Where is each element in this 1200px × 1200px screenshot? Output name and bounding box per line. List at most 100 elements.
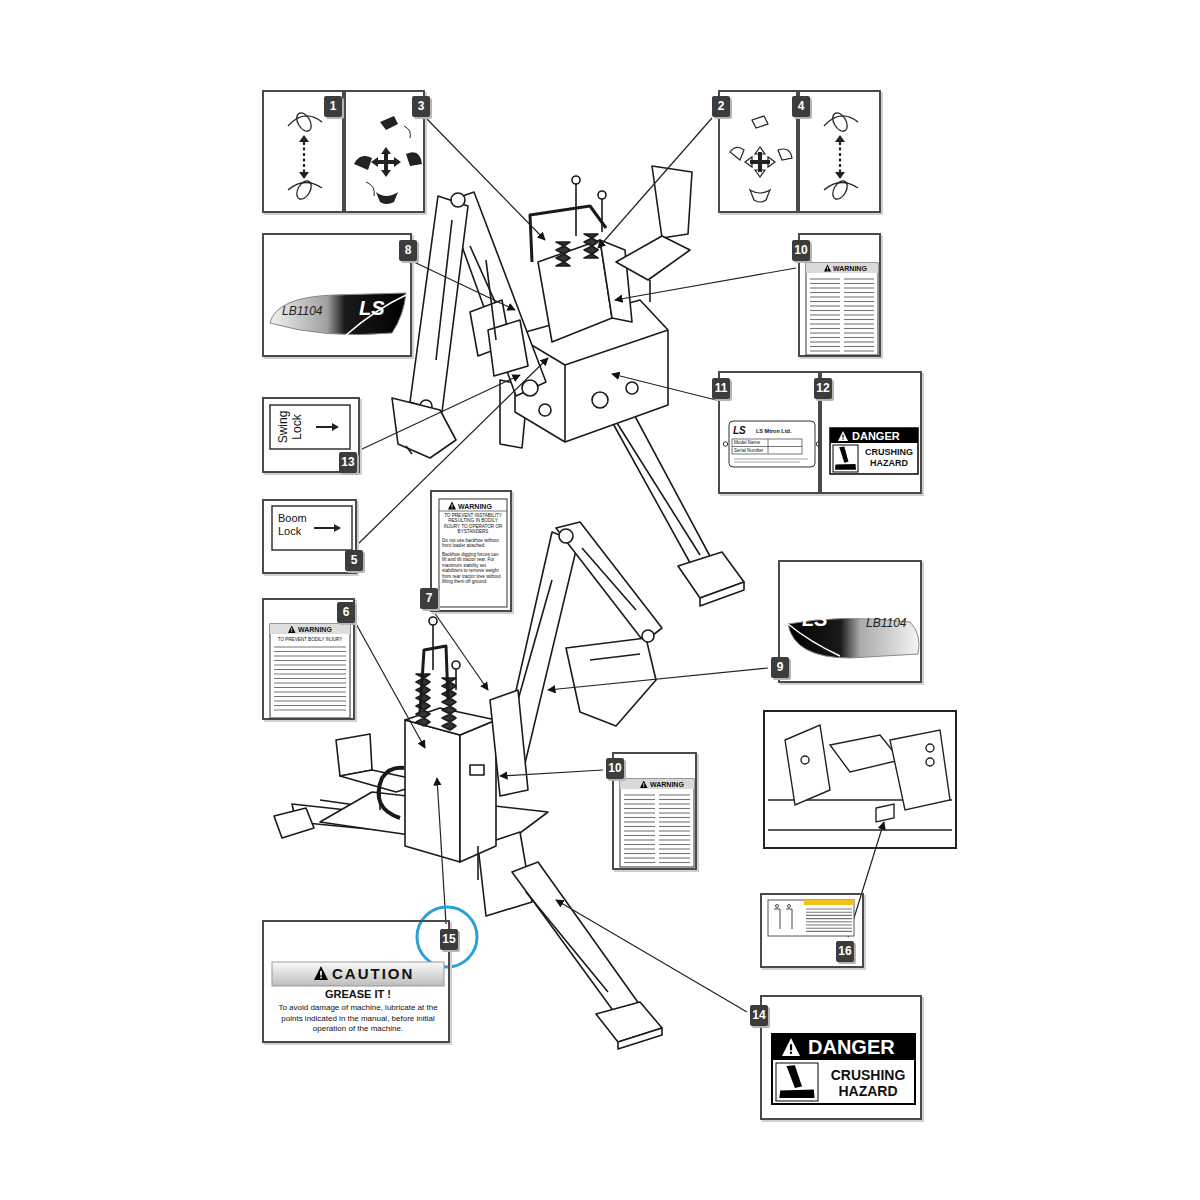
- decal-box: 9LSLB1104: [778, 560, 922, 683]
- backhoe-bottom: [559, 529, 573, 543]
- decal-art: [451, 504, 453, 507]
- decal-art: [288, 626, 296, 634]
- backhoe-bottom: [556, 522, 662, 642]
- backhoe-top: [652, 166, 692, 238]
- decal-art: [788, 905, 791, 908]
- decal-art: [659, 799, 690, 800]
- mounting-frame-inset: [801, 756, 809, 764]
- leader-line: [434, 612, 488, 690]
- decal-art: [274, 651, 346, 652]
- decal-art: [844, 314, 874, 315]
- callout-number: 13: [339, 452, 357, 473]
- backhoe-bottom: [336, 734, 372, 776]
- decal-art: [844, 278, 874, 279]
- backhoe-bottom: [618, 1028, 662, 1049]
- decal-art: [774, 905, 792, 930]
- decal-art: [624, 839, 655, 840]
- callout-number: 16: [836, 941, 854, 962]
- backhoe-top: [600, 240, 632, 322]
- backhoe-bottom: [477, 846, 479, 880]
- decal-art: [730, 147, 744, 160]
- decal-art: [806, 909, 852, 931]
- decal-art: [810, 296, 840, 297]
- decal-art: [844, 337, 874, 338]
- decal-art: [380, 116, 398, 130]
- decal-art: [624, 835, 655, 836]
- decal-art: [624, 799, 655, 800]
- decal-art: [614, 754, 699, 872]
- decal-art: [320, 971, 322, 976]
- decal-art: [750, 190, 770, 202]
- decal-art: [643, 783, 645, 785]
- highlight-circle: [417, 907, 477, 967]
- decal-art: [291, 628, 293, 630]
- backhoe-top: [616, 236, 690, 280]
- backhoe-top: [410, 196, 468, 412]
- decal-art: [288, 110, 322, 201]
- decal-art: [624, 817, 655, 818]
- callout-number: 11: [712, 378, 730, 399]
- decal-art: [800, 235, 883, 359]
- decal-art: [830, 110, 850, 133]
- decal-art: [835, 464, 856, 470]
- decal-art: [659, 826, 690, 827]
- decal-art: [366, 126, 410, 196]
- decal-art: [659, 795, 690, 863]
- decal-art: [842, 439, 843, 440]
- decal-art: [782, 1038, 800, 1056]
- decal-text: WARNING: [298, 625, 332, 634]
- decal-art: [659, 835, 690, 836]
- decal-text: LS: [802, 608, 828, 631]
- decal-text: DANGER: [808, 1036, 895, 1058]
- decal-art: [734, 459, 808, 462]
- decal-art: [291, 631, 293, 633]
- mounting-frame-inset: [890, 730, 950, 810]
- backhoe-top: [451, 193, 465, 207]
- decal-art: [624, 795, 655, 863]
- backhoe-top: [530, 206, 606, 262]
- decal-art: [274, 687, 346, 688]
- backhoe-bottom: [642, 630, 654, 642]
- backhoe-top: [572, 176, 580, 184]
- decal-art: [274, 673, 346, 674]
- decal-art: [274, 669, 346, 670]
- backhoe-top: [601, 199, 603, 232]
- decal-art: [274, 696, 346, 697]
- decal-art: [406, 152, 422, 166]
- decal-art: [366, 182, 374, 196]
- decal-art: [806, 908, 852, 909]
- decal-art: [806, 928, 852, 929]
- decal-art: [659, 817, 690, 818]
- callout-number: 2: [712, 96, 730, 117]
- decal-art: [624, 862, 655, 863]
- decal-art: [299, 172, 309, 179]
- decal-art: [804, 900, 854, 905]
- backhoe-bottom: [590, 654, 640, 660]
- decal-art: [838, 431, 848, 441]
- decal-text: TO PREVENT INSTABILITY RESULTING IN BODI…: [442, 513, 504, 535]
- decal-art: [624, 826, 655, 827]
- decal-art: [439, 499, 507, 607]
- decal-art: [830, 428, 918, 474]
- decal-art: [334, 524, 341, 532]
- backhoe-bottom: [518, 580, 552, 700]
- decal-art: [624, 844, 655, 845]
- decal-box: 4: [798, 90, 881, 213]
- backhoe-top: [556, 242, 570, 266]
- backhoe-bottom: [470, 765, 484, 775]
- decal-art: [270, 405, 350, 449]
- decal-art: [274, 682, 346, 683]
- decal-art: [844, 296, 874, 297]
- decal-art: [772, 1034, 915, 1104]
- decal-box: 8LB1104LS: [262, 233, 412, 357]
- leader-line: [615, 268, 796, 300]
- decal-art: [624, 794, 655, 795]
- decal-art: [274, 678, 346, 679]
- decal-art: [827, 267, 829, 269]
- backhoe-top: [392, 398, 456, 458]
- decal-art: [734, 459, 808, 460]
- callout-number: 1: [324, 96, 342, 117]
- decal-art: [270, 293, 406, 335]
- decal-text: WARNING: [458, 502, 492, 511]
- decal-box: 16: [760, 893, 864, 968]
